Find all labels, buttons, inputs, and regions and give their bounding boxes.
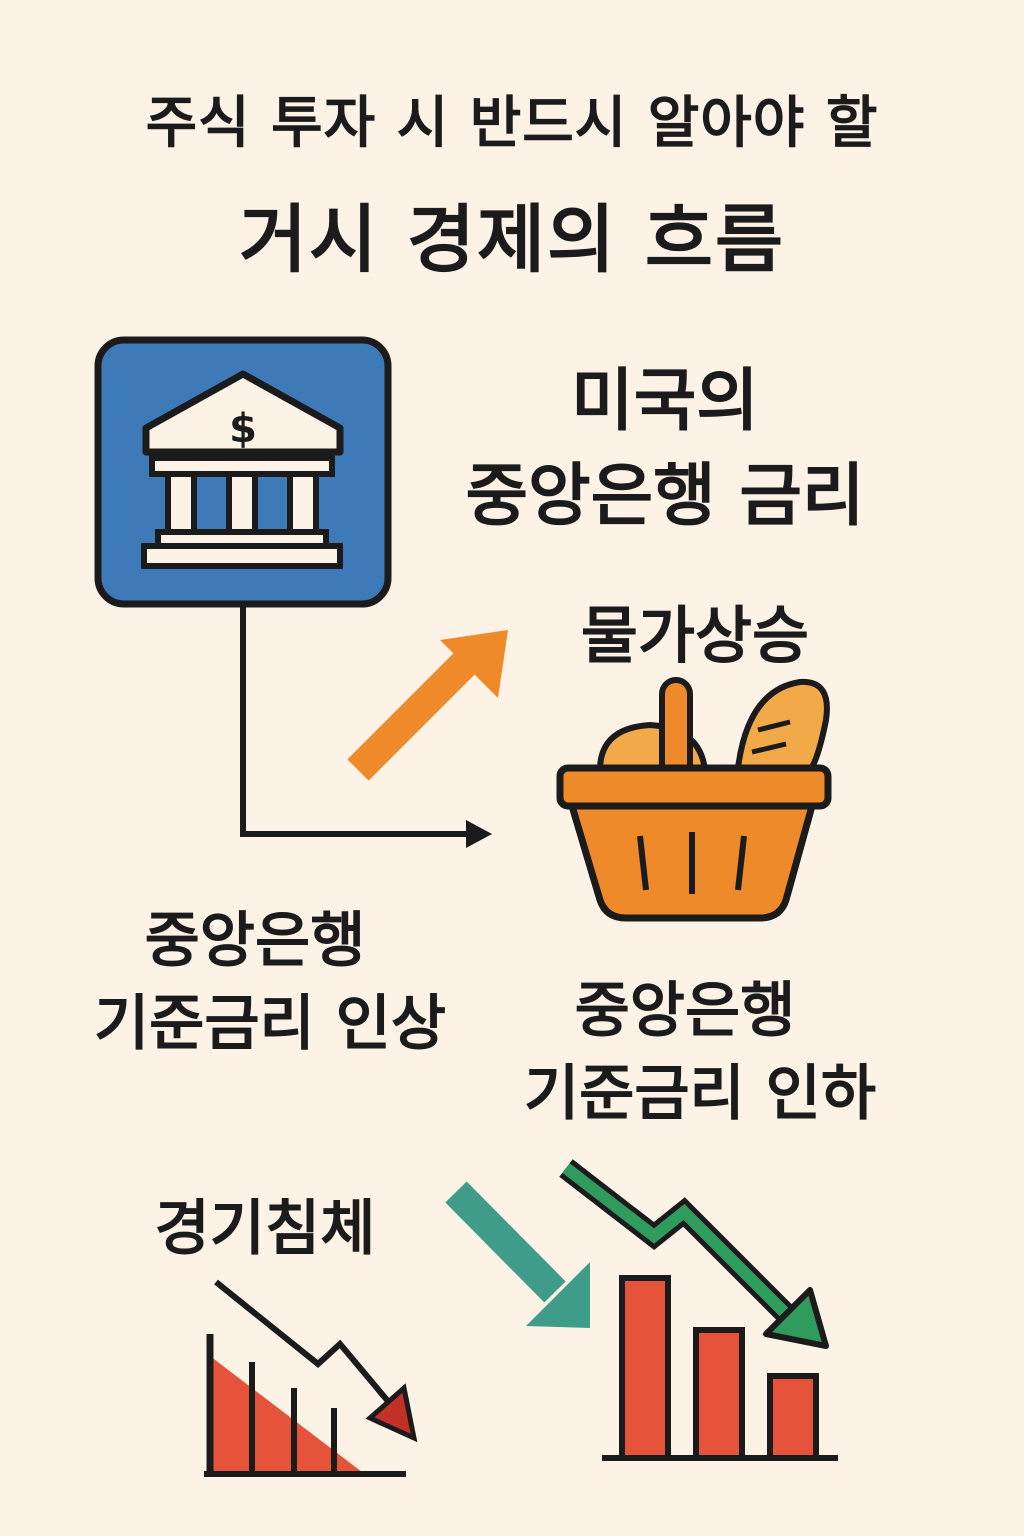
fed-rate-label-line-1: 미국의 bbox=[571, 362, 759, 441]
rate-cut-label-line-2: 기준금리 인하 bbox=[523, 1059, 877, 1129]
title-line-2: 거시 경제의 흐름 bbox=[238, 197, 786, 283]
green-trend-down-arrow bbox=[559, 1159, 829, 1349]
inflation-label: 물가상승 bbox=[580, 599, 810, 672]
declining-bar-chart-icon bbox=[602, 1275, 838, 1461]
orange-up-arrow bbox=[347, 630, 508, 781]
rate-hike-label-line-1: 중앙은행 bbox=[144, 906, 366, 976]
fed-rate-label-line-2: 중앙은행 금리 bbox=[465, 457, 865, 536]
connector-arrowhead bbox=[466, 820, 492, 848]
rate-hike-label-line-2: 기준금리 인상 bbox=[93, 989, 447, 1059]
recession-chart-icon bbox=[204, 1279, 418, 1477]
recession-label: 경기침체 bbox=[154, 1194, 376, 1264]
bank-dollar-symbol: $ bbox=[229, 406, 257, 452]
connector-line bbox=[240, 604, 470, 837]
basket-icon bbox=[556, 677, 832, 922]
bank-icon: $ bbox=[94, 336, 392, 608]
teal-down-arrow bbox=[445, 1181, 590, 1328]
title-line-1: 주식 투자 시 반드시 알아야 할 bbox=[145, 91, 879, 156]
rate-cut-label-line-1: 중앙은행 bbox=[574, 976, 796, 1046]
